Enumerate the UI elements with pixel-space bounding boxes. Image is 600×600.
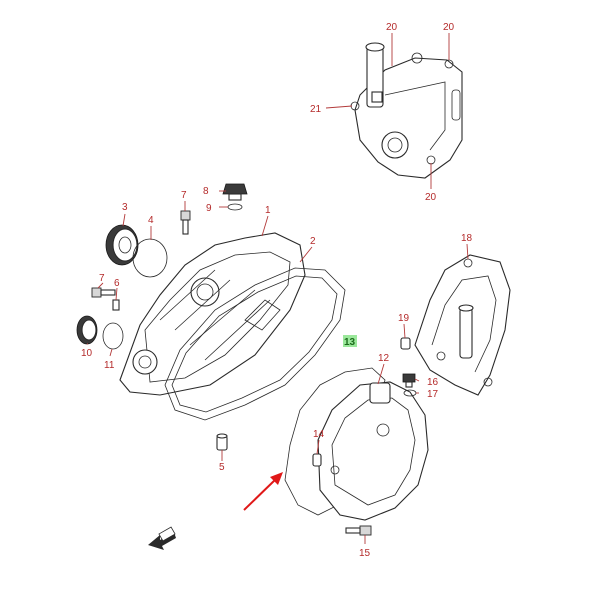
callout-labels: 20 20 21 20 8 9 7 1 2 3 4 7 6 10 11 5 12…: [81, 22, 473, 559]
part-clutch-cover: [317, 381, 429, 521]
callout-12: 12: [378, 353, 390, 364]
part-bolt-upper: [180, 210, 191, 235]
callout-20-top-right: 20: [443, 22, 455, 33]
part-seal-lower: [76, 315, 98, 345]
leader-lines: [87, 33, 469, 544]
callout-17: 17: [427, 389, 439, 400]
callout-21: 21: [310, 104, 322, 115]
callout-20-bottom: 20: [425, 192, 437, 203]
part-bolt-lower: [91, 287, 116, 298]
part-washer: [227, 203, 243, 211]
part-filler-plug: [222, 183, 248, 201]
callout-7-lower: 7: [99, 273, 105, 284]
callout-6: 6: [114, 278, 120, 289]
part-pin: [312, 453, 322, 467]
callout-18: 18: [461, 233, 473, 244]
callout-5: 5: [219, 462, 225, 473]
part-small-pin: [400, 337, 411, 350]
callout-13: 13: [344, 337, 356, 348]
part-cover-bolt: [345, 525, 372, 536]
part-dowel-pin: [216, 433, 228, 451]
callout-15: 15: [359, 548, 371, 559]
callout-2: 2: [310, 236, 316, 247]
part-seal-cap: [105, 224, 139, 266]
red-pointer-arrow-icon: [243, 472, 283, 511]
callout-9: 9: [206, 203, 212, 214]
callout-4: 4: [148, 215, 154, 226]
callout-11: 11: [104, 360, 115, 371]
callout-3: 3: [122, 202, 128, 213]
callout-16: 16: [427, 377, 439, 388]
part-small-plug: [112, 299, 120, 311]
callout-19: 19: [398, 313, 410, 324]
part-o-ring: [132, 238, 168, 278]
callout-13-highlight: [343, 335, 357, 347]
part-bracket: [350, 42, 463, 179]
callout-10: 10: [81, 348, 93, 359]
callout-8: 8: [203, 186, 209, 197]
part-right-housing: [414, 254, 511, 396]
part-plug-right: [402, 373, 416, 388]
part-gasket: [164, 267, 346, 421]
part-main-cover: [119, 232, 306, 396]
callout-14: 14: [313, 429, 325, 440]
part-o-ring-lower: [102, 322, 124, 350]
callout-1: 1: [265, 205, 271, 216]
callout-7-upper: 7: [181, 190, 187, 201]
callout-20-top-left: 20: [386, 22, 398, 33]
front-direction-arrow-icon: [148, 526, 176, 550]
